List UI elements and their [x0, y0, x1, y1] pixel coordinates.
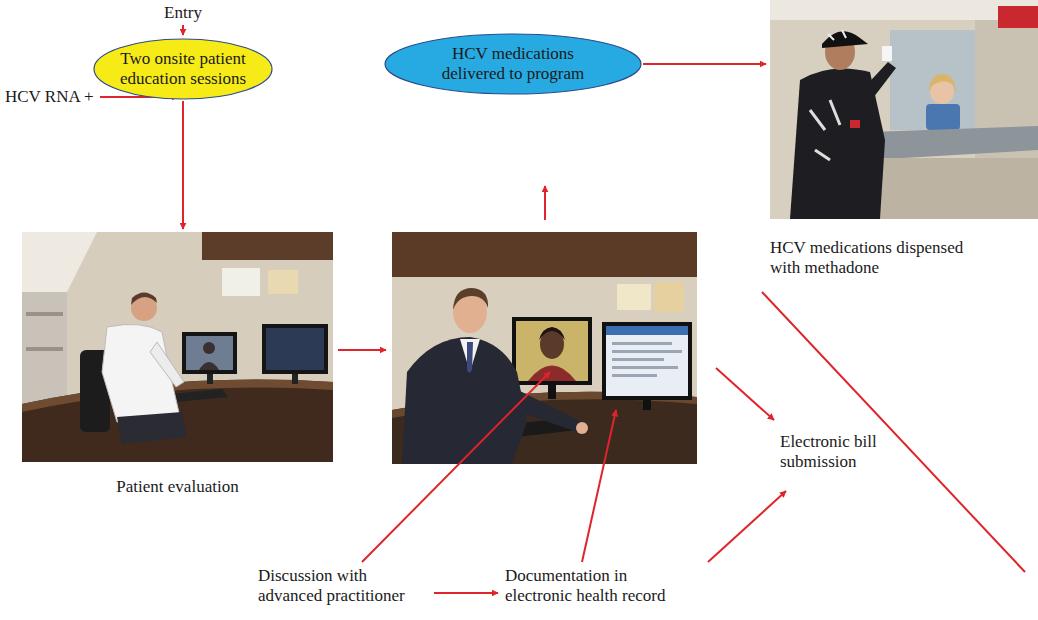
- drawing-part: [512, 317, 592, 385]
- drawing-part: [612, 366, 678, 369]
- drawing-part: [117, 412, 187, 444]
- drawing-part: [266, 328, 324, 370]
- drawing-part: [22, 380, 333, 462]
- drawing-part: [770, 0, 1038, 20]
- drawing-part: [460, 339, 480, 372]
- drawing-part: [602, 322, 692, 400]
- drawing-part: [262, 324, 328, 374]
- drawing-part: [548, 385, 556, 399]
- drawing-part: [606, 326, 688, 396]
- drawing-part: [516, 321, 588, 381]
- input-label: HCV RNA +: [5, 87, 97, 107]
- drawing-part: [617, 284, 651, 310]
- drawing-part: [22, 232, 333, 462]
- drawing-part: [882, 46, 892, 61]
- photo-panel: HCV medications dispensed with methadone: [770, 0, 1038, 277]
- photo-frame: [22, 232, 333, 462]
- drawing-part: [528, 366, 576, 382]
- photo-frame: [770, 0, 1038, 219]
- drawing-part: [497, 382, 582, 432]
- diagonal-line: [762, 292, 1025, 572]
- drawing-part: [222, 268, 260, 296]
- flow-arrow: [338, 349, 386, 351]
- process-ellipse: HCV medications delivered to program: [384, 33, 642, 95]
- step-label: Discussion with advanced practitioner: [258, 566, 423, 605]
- drawing-part: [26, 312, 63, 316]
- drawing-part: [612, 374, 657, 377]
- flow-arrow: [434, 592, 498, 594]
- drawing-part: [22, 292, 67, 407]
- process-ellipse: Two onsite patient education sessions: [93, 38, 273, 100]
- step-label: Electronic bill submission: [780, 432, 898, 471]
- flow-arrow: [182, 101, 184, 229]
- drawing-part: [202, 232, 333, 260]
- flow-arrow: [716, 368, 774, 420]
- drawing-part: [467, 342, 473, 373]
- entry-arrow: [182, 25, 184, 35]
- drawing-part: [606, 326, 688, 335]
- drawing-part: [890, 30, 975, 130]
- drawing-part: [131, 293, 157, 306]
- flow-arrow: [643, 63, 766, 65]
- drawing-part: [392, 232, 697, 464]
- drawing-part: [539, 327, 565, 340]
- start-label: Entry: [148, 3, 218, 23]
- drawing-part: [203, 342, 215, 354]
- drawing-part: [207, 374, 213, 384]
- photo-caption: Patient evaluation: [22, 477, 333, 497]
- drawing-part: [292, 374, 298, 384]
- drawing-part: [26, 347, 63, 351]
- office-photo: [22, 232, 333, 462]
- photo-caption: HCV medications dispensed with methadone: [770, 238, 980, 277]
- node-text: HCV medications delivered to program: [429, 44, 597, 83]
- drawing-part: [998, 6, 1038, 28]
- drawing-part: [612, 342, 672, 345]
- ellipse-shape: [385, 34, 641, 94]
- drawing-part: [770, 0, 1038, 219]
- drawing-part: [392, 232, 697, 277]
- leader-line: [582, 410, 616, 562]
- drawing-part: [186, 336, 233, 370]
- clinic-photo: [770, 0, 1038, 219]
- drawing-part: [182, 332, 237, 374]
- drawing-part: [100, 25, 1025, 593]
- drawing-part: [612, 358, 664, 361]
- drawing-part: [654, 282, 684, 312]
- drawing-part: [860, 62, 896, 102]
- drawing-part: [929, 74, 956, 94]
- drawing-part: [870, 158, 1038, 219]
- flow-arrow: [708, 491, 786, 562]
- drawing-part: [850, 120, 860, 128]
- drawing-part: [810, 100, 840, 160]
- photo-panel: Patient evaluation: [22, 232, 333, 497]
- drawing-part: [199, 362, 219, 370]
- drawing-part: [926, 104, 960, 130]
- ellipse-shape: [94, 39, 272, 99]
- drawing-part: [453, 288, 488, 310]
- drawing-part: [612, 350, 682, 353]
- drawing-part: [870, 126, 1038, 160]
- leader-line: [362, 372, 550, 562]
- flow-arrow: [544, 186, 546, 220]
- office-photo: [392, 232, 697, 464]
- step-label: Documentation in electronic health recor…: [505, 566, 680, 605]
- drawing-part: [643, 400, 651, 410]
- drawing-part: [22, 232, 97, 292]
- node-text: Two onsite patient education sessions: [111, 49, 256, 88]
- drawing-part: [150, 342, 184, 387]
- drawing-part: [576, 422, 588, 434]
- drawing-part: [828, 30, 846, 40]
- drawing-part: [268, 270, 298, 294]
- drawing-part: [172, 389, 228, 402]
